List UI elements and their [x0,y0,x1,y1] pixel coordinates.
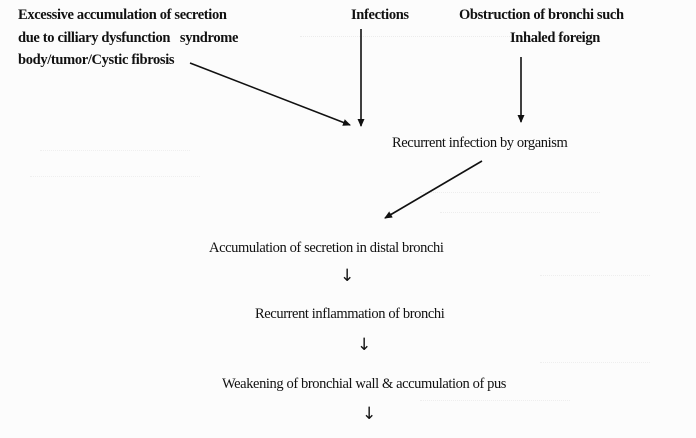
cause-obstruction-line-1: Obstruction of bronchi such [459,7,624,23]
bleed-through-texture [540,362,650,373]
cause-secretion-line-2: due to cilliary dysfunction syndrome [18,30,239,46]
arrow-infection-to-accumulation [384,160,483,219]
bleed-through-texture [420,400,570,411]
down-arrow-icon: ↓ [340,266,355,286]
bleed-through-texture [440,212,600,223]
cause-secretion-line-3: body/tumor/Cystic fibrosis [18,52,175,68]
down-arrow-icon: ↓ [362,404,377,424]
arrow-secretion-to-infection [189,62,351,126]
bleed-through-texture [40,150,190,161]
cause-secretion-line-1: Excessive accumulation of secretion [18,7,227,23]
step-weakening-wall: Weakening of bronchial wall & accumulati… [222,376,507,392]
bleed-through-texture [420,192,600,203]
step-accumulation-distal: Accumulation of secretion in distal bron… [209,240,444,256]
step-recurrent-inflammation: Recurrent inflammation of bronchi [255,306,445,322]
step-recurrent-infection: Recurrent infection by organism [392,135,568,151]
cause-obstruction-line-2: Inhaled foreign [510,30,600,46]
bleed-through-texture [300,36,560,47]
cause-infections: Infections [351,7,409,23]
down-arrow-icon: ↓ [357,335,372,355]
bleed-through-texture [30,176,200,187]
bleed-through-texture [540,275,650,286]
